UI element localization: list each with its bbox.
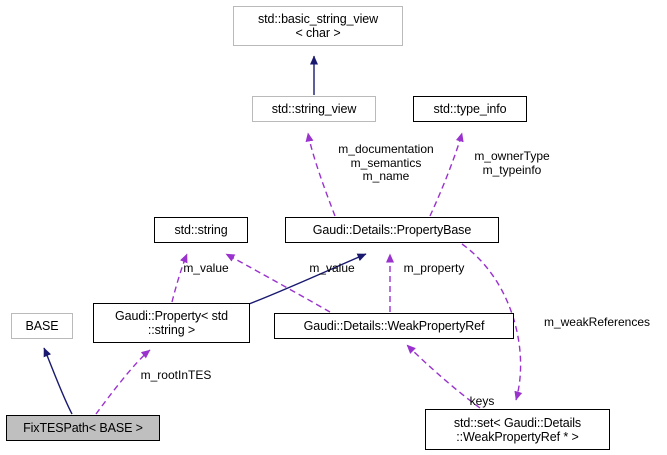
edge-label-m-weakreferences: m_weakReferences <box>543 315 651 329</box>
edge-fix-tes-path-to-base <box>43 347 73 415</box>
edge-weak-property-ref-to-string <box>225 253 331 313</box>
edge-property-base-to-string-view <box>305 132 336 217</box>
edge-gaudi-property-to-string <box>171 253 188 303</box>
edge-label-m-value-weak: m_value <box>309 261 355 275</box>
node-base[interactable]: BASE <box>11 313 73 339</box>
node-std-basic-string-view[interactable]: std::basic_string_view < char > <box>233 6 403 46</box>
node-std-type-info[interactable]: std::type_info <box>413 96 527 122</box>
node-std-string[interactable]: std::string <box>154 217 248 243</box>
edge-fix-tes-path-to-gaudi-property <box>95 349 151 415</box>
edge-label-m-property: m_property <box>403 261 465 275</box>
node-fix-tes-path[interactable]: FixTESPath< BASE > <box>6 415 160 441</box>
edge-label-m-ownertype: m_ownerType m_typeinfo <box>474 149 550 177</box>
node-gaudi-details-property-base[interactable]: Gaudi::Details::PropertyBase <box>285 217 499 243</box>
node-std-set-weak-property-ref-pointer[interactable]: std::set< Gaudi::Details ::WeakPropertyR… <box>425 409 610 450</box>
edge-label-m-documentation: m_documentation m_semantics m_name <box>338 142 434 183</box>
edge-gaudi-property-to-property-base <box>248 253 367 305</box>
node-gaudi-property-std-string[interactable]: Gaudi::Property< std ::string > <box>93 303 250 343</box>
edge-label-keys: keys <box>469 394 495 408</box>
edge-weak-property-ref-set-to-weak-property-ref <box>406 344 481 409</box>
node-gaudi-details-weak-property-ref[interactable]: Gaudi::Details::WeakPropertyRef <box>274 313 514 339</box>
edge-label-m-rootintes: m_rootInTES <box>140 368 212 382</box>
edge-label-m-value-property: m_value <box>183 261 229 275</box>
node-std-string-view[interactable]: std::string_view <box>252 96 376 122</box>
edge-property-base-to-type-info <box>429 132 464 217</box>
